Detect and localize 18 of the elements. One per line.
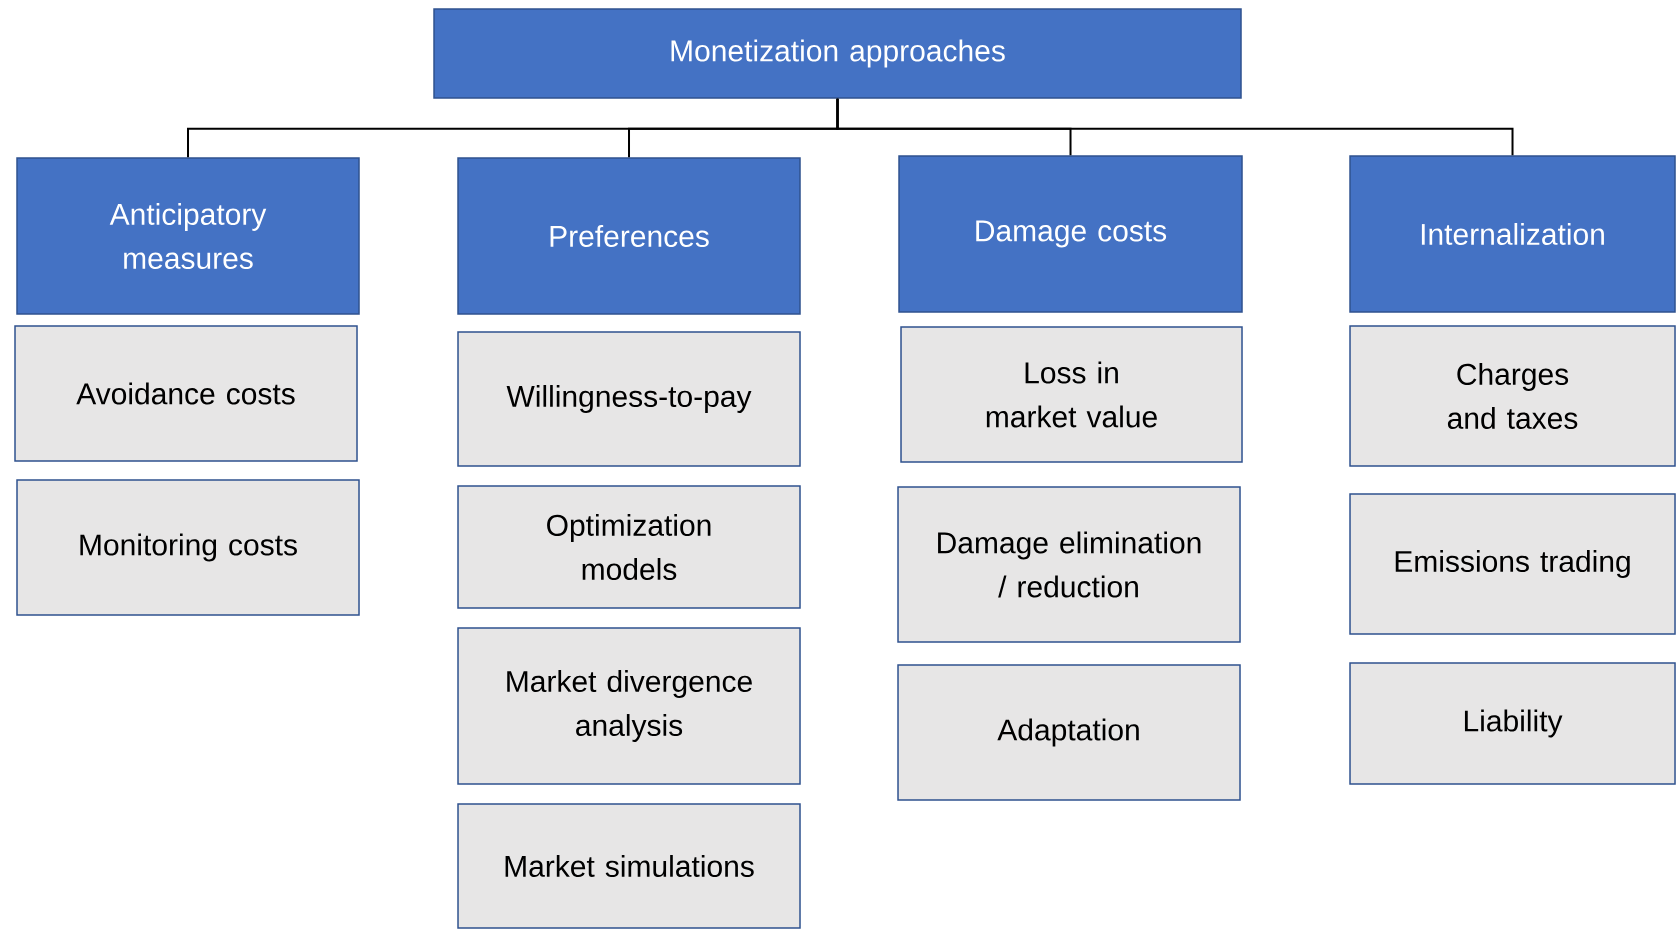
- method-box: Willingness-to-pay: [457, 331, 801, 467]
- method-box: Optimization models: [457, 485, 801, 609]
- method-box: Emissions trading: [1349, 493, 1676, 635]
- method-box: Liability: [1349, 662, 1676, 785]
- method-box: Adaptation: [897, 664, 1241, 801]
- header-box: Monetization approaches: [433, 8, 1242, 99]
- category-box: Damage costs: [898, 155, 1243, 313]
- category-box: Anticipatory measures: [16, 157, 360, 315]
- method-box: Damage elimination / reduction: [897, 486, 1241, 643]
- connector: [836, 97, 1514, 157]
- method-box: Market divergence analysis: [457, 627, 801, 785]
- method-box: Monitoring costs: [16, 479, 360, 616]
- category-box: Internalization: [1349, 155, 1676, 313]
- method-box: Charges and taxes: [1349, 325, 1676, 467]
- method-box: Market simulations: [457, 803, 801, 929]
- method-box: Loss in market value: [900, 326, 1243, 463]
- category-box: Preferences: [457, 157, 801, 315]
- method-box: Avoidance costs: [14, 325, 358, 462]
